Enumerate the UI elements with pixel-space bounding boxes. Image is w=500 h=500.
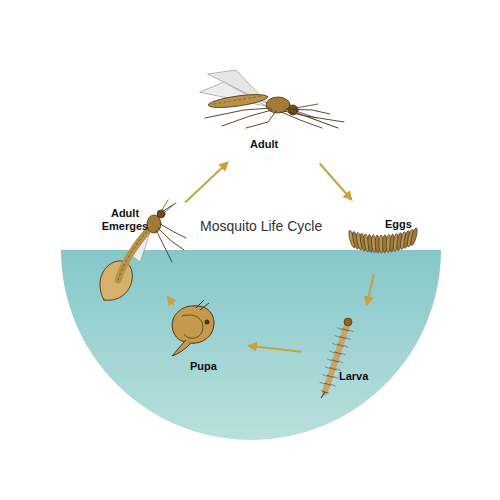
stage-label: Adult bbox=[250, 138, 278, 151]
larva-bristle bbox=[348, 330, 353, 332]
larva-bristle bbox=[335, 336, 340, 338]
larva-siphon bbox=[321, 392, 325, 398]
larva-bristle bbox=[325, 367, 330, 369]
cycle-arrow bbox=[320, 164, 352, 200]
larva-head bbox=[344, 318, 352, 326]
larva-bristle bbox=[330, 351, 335, 353]
stage-node: Larva bbox=[315, 318, 395, 398]
larva-figure bbox=[320, 318, 354, 398]
larva-bristle bbox=[327, 359, 332, 361]
cycle-arrow bbox=[367, 274, 374, 305]
cycle-arrow bbox=[249, 346, 301, 352]
larva-bristle bbox=[341, 353, 346, 355]
egg bbox=[410, 227, 419, 246]
larva-segment bbox=[327, 375, 334, 377]
larva-bristle bbox=[333, 376, 338, 378]
larva-segment bbox=[324, 383, 331, 385]
larva-bristle bbox=[338, 361, 343, 363]
larva-bristle bbox=[320, 382, 325, 384]
larva-segment bbox=[342, 329, 349, 331]
stage-label: Pupa bbox=[190, 360, 217, 373]
cycle-arrow bbox=[185, 163, 227, 203]
stage-label: Eggs bbox=[385, 218, 412, 231]
larva-segment bbox=[332, 360, 339, 362]
larva-segment bbox=[337, 344, 344, 346]
larva-segment bbox=[329, 368, 336, 370]
stage-node: Eggs bbox=[345, 210, 420, 260]
larva-bristle bbox=[343, 345, 348, 347]
stage-label: Larva bbox=[339, 370, 368, 383]
larva-bristle bbox=[337, 328, 342, 330]
larva-bristle bbox=[322, 374, 327, 376]
pupa-figure bbox=[172, 300, 214, 356]
adult-mosquito bbox=[200, 70, 344, 128]
egg-raft bbox=[348, 227, 419, 253]
diagram-title: Mosquito Life Cycle bbox=[200, 218, 322, 234]
stage-node: Pupa bbox=[165, 305, 235, 375]
stage-node: Adult bbox=[205, 78, 350, 153]
larva-segment bbox=[334, 352, 341, 354]
cycle-arrow bbox=[168, 297, 174, 305]
larva-bristle bbox=[332, 343, 337, 345]
larva-bristle bbox=[331, 384, 336, 386]
larva-segment bbox=[339, 336, 346, 338]
larva-bristle bbox=[346, 338, 351, 340]
stage-node: Adult Emerges bbox=[92, 205, 175, 297]
stage-label: Adult Emerges bbox=[96, 207, 154, 233]
